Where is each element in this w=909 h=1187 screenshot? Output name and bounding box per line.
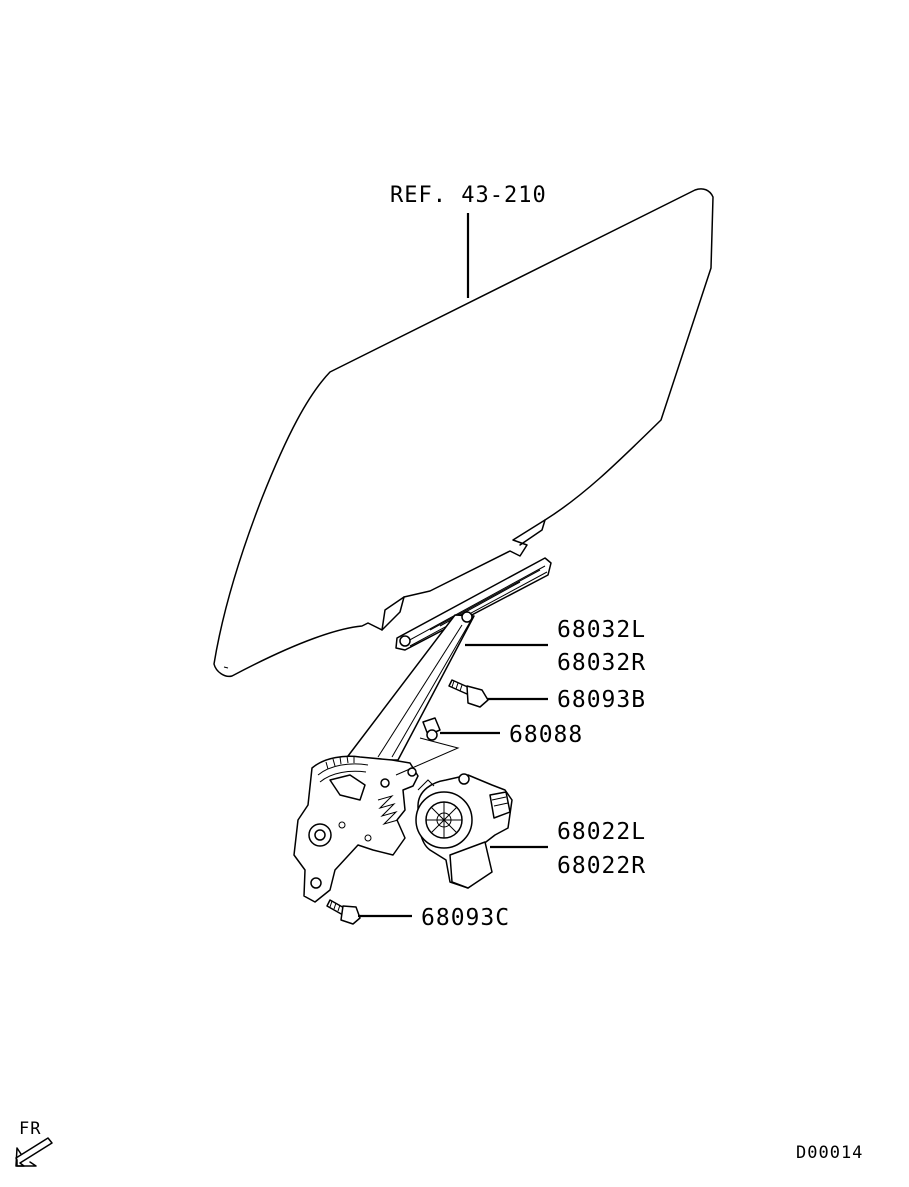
bolt-68093b[interactable] [448,679,489,708]
window-motor[interactable] [415,773,513,889]
front-arrow-icon [15,1137,53,1167]
callout-68093b: 68093B [557,687,646,713]
ref-label: REF. 43-210 [390,183,547,208]
door-glass[interactable] [213,188,714,678]
callout-68022r: 68022R [557,853,646,879]
callout-68032l: 68032L [557,617,646,643]
callout-68022l: 68022L [557,819,646,845]
front-label: FR [19,1119,41,1139]
bolt-68093c[interactable] [326,899,361,925]
drawing-code: D00014 [796,1143,863,1163]
callout-68093c: 68093C [421,905,510,931]
callout-68088: 68088 [509,722,583,748]
clip-68088[interactable] [395,717,460,776]
callout-68032r: 68032R [557,650,646,676]
window-regulator[interactable] [293,557,552,903]
